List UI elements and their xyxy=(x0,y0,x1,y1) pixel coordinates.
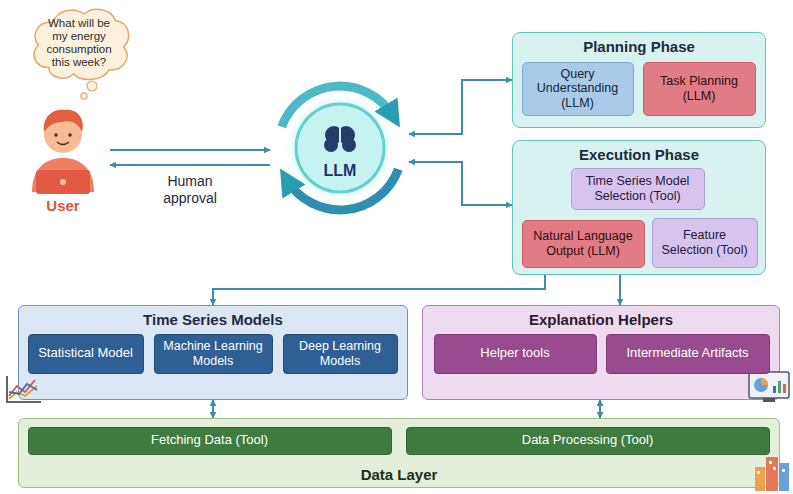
box-label: Statistical Model xyxy=(38,346,133,361)
data-tool-box: Fetching Data (Tool) xyxy=(28,427,392,455)
box-label: Helper tools xyxy=(480,346,549,361)
connector-arrow xyxy=(110,149,270,151)
tool-box: Time Series Model Selection (Tool) xyxy=(571,168,705,210)
llm-ring xyxy=(265,73,415,223)
panel-title: Execution Phase xyxy=(579,146,699,163)
panel-title: Time Series Models xyxy=(143,311,283,328)
connector-arrow xyxy=(619,275,621,305)
group-panel: Explanation HelpersHelper tools Intermedi… xyxy=(422,305,780,400)
panel-title: Planning Phase xyxy=(583,38,695,55)
data-tool-box: Data Processing (Tool) xyxy=(406,427,770,455)
box-label: Data Processing (Tool) xyxy=(522,433,654,448)
llm-node: LLM xyxy=(265,73,415,223)
box-label: Intermediate Artifacts xyxy=(626,346,748,361)
helper-box: Intermediate Artifacts xyxy=(606,334,770,374)
box-label: Fetching Data (Tool) xyxy=(151,433,268,448)
box-label: Deep Learning Models xyxy=(288,339,393,368)
model-box: Deep Learning Models xyxy=(283,334,398,374)
model-box: Statistical Model xyxy=(28,334,144,374)
connector-arrow xyxy=(212,400,214,418)
box-label: What will be my energy consumption this … xyxy=(42,17,116,70)
connector-arrow xyxy=(409,80,512,134)
llm-glow xyxy=(282,90,398,206)
connector-arrow xyxy=(213,275,545,305)
box-label: Time Series Model Selection (Tool) xyxy=(577,174,699,203)
brain-icon xyxy=(324,125,356,153)
user-hair xyxy=(44,110,83,132)
user-eye xyxy=(54,133,58,137)
box-label: Query Understanding (LLM) xyxy=(528,67,628,110)
phase-panel: Execution PhaseTime Series Model Selecti… xyxy=(512,140,766,275)
laptop-logo xyxy=(60,179,66,185)
thought-trail xyxy=(81,81,97,99)
edge-label: Human approval xyxy=(150,173,230,207)
box-label: LLM xyxy=(324,162,357,180)
user-smile xyxy=(57,142,69,145)
helper-box: Helper tools xyxy=(434,334,597,374)
model-box: Machine Learning Models xyxy=(154,334,273,374)
box-label: Natural Language Output (LLM) xyxy=(528,229,639,258)
cloud-outline xyxy=(34,9,128,79)
panel-title: Data Layer xyxy=(361,466,438,483)
box-label: User xyxy=(46,197,79,214)
thought-bubble: What will be my energy consumption this … xyxy=(28,4,132,84)
user-eye xyxy=(68,133,72,137)
panel-title: Explanation Helpers xyxy=(529,311,673,328)
thought-dot xyxy=(81,93,87,99)
box-label: Machine Learning Models xyxy=(159,339,268,368)
box-label: Feature Selection (Tool) xyxy=(657,228,753,257)
user-figure xyxy=(18,92,108,214)
process-box: Task Planning (LLM) xyxy=(643,62,756,116)
phase-panel: Planning PhaseQuery Understanding (LLM) T… xyxy=(512,32,766,128)
connector-arrow xyxy=(110,164,270,166)
llm-core xyxy=(296,104,384,192)
tool-box: Feature Selection (Tool) xyxy=(652,218,758,268)
connector-arrow xyxy=(599,400,601,418)
process-box: Natural Language Output (LLM) xyxy=(522,220,645,268)
process-box: Query Understanding (LLM) xyxy=(522,62,634,116)
connector-arrow xyxy=(409,162,512,205)
box-label: Task Planning (LLM) xyxy=(649,74,750,103)
user-figure-node: User xyxy=(18,92,108,214)
laptop xyxy=(36,170,90,194)
thought-dot xyxy=(87,81,97,91)
group-panel: Time Series ModelsStatistical Model Machi… xyxy=(18,305,408,400)
data-layer-panel: Data Layer Fetching Data (Tool) Data Proce… xyxy=(18,418,780,488)
